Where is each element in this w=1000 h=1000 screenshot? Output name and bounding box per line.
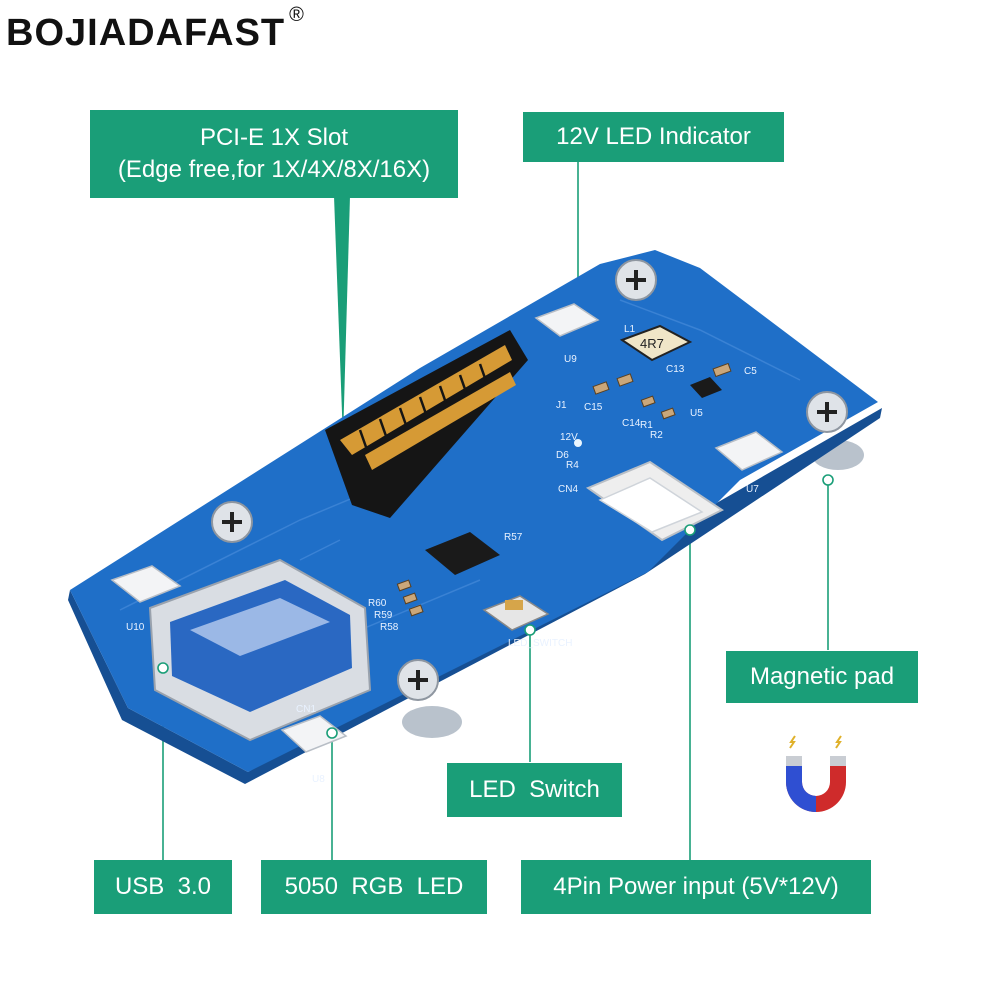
svg-text:12V: 12V	[560, 432, 578, 443]
svg-text:C14: C14	[622, 418, 641, 429]
svg-text:CN1: CN1	[296, 704, 316, 715]
brand-name: BOJIADAFAST	[6, 12, 286, 54]
pcie-slot	[325, 330, 528, 518]
svg-text:U7: U7	[746, 484, 759, 495]
led-12v-indicator	[574, 439, 582, 447]
chip-u5	[690, 377, 722, 398]
led-switch-text: LED Switch	[469, 775, 600, 803]
usb-label: USB 3.0	[94, 860, 232, 914]
svg-text:CN4: CN4	[558, 484, 578, 495]
led-indicator-label: 12V LED Indicator	[523, 112, 784, 162]
usb-text: USB 3.0	[114, 872, 212, 900]
screws	[211, 259, 848, 701]
svg-text:LED_SWITCH: LED_SWITCH	[508, 638, 572, 649]
pcie-pointer	[334, 196, 350, 440]
svg-text:C15: C15	[584, 402, 603, 413]
led-switch-button	[482, 595, 550, 631]
svg-text:L1: L1	[624, 324, 636, 335]
magnet-icon	[786, 735, 846, 812]
svg-text:U5: U5	[690, 408, 703, 419]
rgb-led-label: 5050 RGB LED	[261, 860, 487, 914]
svg-text:4R7: 4R7	[640, 336, 664, 351]
power-input-label: 4Pin Power input (5V*12V)	[521, 860, 871, 914]
power-input-text: 4Pin Power input (5V*12V)	[553, 872, 839, 900]
smd-components	[396, 362, 732, 617]
svg-text:C5: C5	[744, 366, 757, 377]
silkscreen: L1 C13 C5 U5 J1 C15 C14 R1 R2 12V D6 R4 …	[126, 324, 759, 785]
magnetic-pad-text: Magnetic pad	[749, 662, 895, 690]
brand-logo: BOJIADAFAST®	[6, 4, 304, 55]
svg-text:J1: J1	[556, 400, 567, 411]
svg-text:U10: U10	[126, 622, 145, 633]
svg-text:D6: D6	[556, 450, 569, 461]
magnetic-pad-label: Magnetic pad	[726, 651, 918, 703]
led-indicator-text: 12V LED Indicator	[556, 122, 751, 150]
inductor-4r7: 4R7	[619, 324, 693, 362]
registered-mark: ®	[289, 4, 305, 26]
svg-text:R4: R4	[566, 460, 579, 471]
chip-main	[425, 532, 500, 575]
pcie-slot-label: PCI-E 1X Slot (Edge free,for 1X/4X/8X/16…	[90, 110, 458, 198]
power-connector	[585, 460, 724, 542]
svg-text:R2: R2	[650, 430, 663, 441]
svg-text:R57: R57	[504, 532, 523, 543]
pcie-label-line1: PCI-E 1X Slot	[199, 123, 349, 151]
rgb-leds	[110, 303, 784, 753]
rgb-led-text: 5050 RGB LED	[284, 872, 464, 900]
svg-text:U9: U9	[564, 354, 577, 365]
svg-text:R60: R60	[368, 598, 387, 609]
led-switch-label: LED Switch	[447, 763, 622, 817]
svg-text:R1: R1	[640, 420, 653, 431]
svg-text:R59: R59	[374, 610, 393, 621]
pcie-label-line2: (Edge free,for 1X/4X/8X/16X)	[117, 156, 431, 183]
svg-text:R58: R58	[380, 622, 399, 633]
svg-text:U8: U8	[312, 774, 325, 785]
svg-text:C13: C13	[666, 364, 685, 375]
usb3-port	[148, 558, 372, 742]
leader-dots	[157, 474, 834, 739]
